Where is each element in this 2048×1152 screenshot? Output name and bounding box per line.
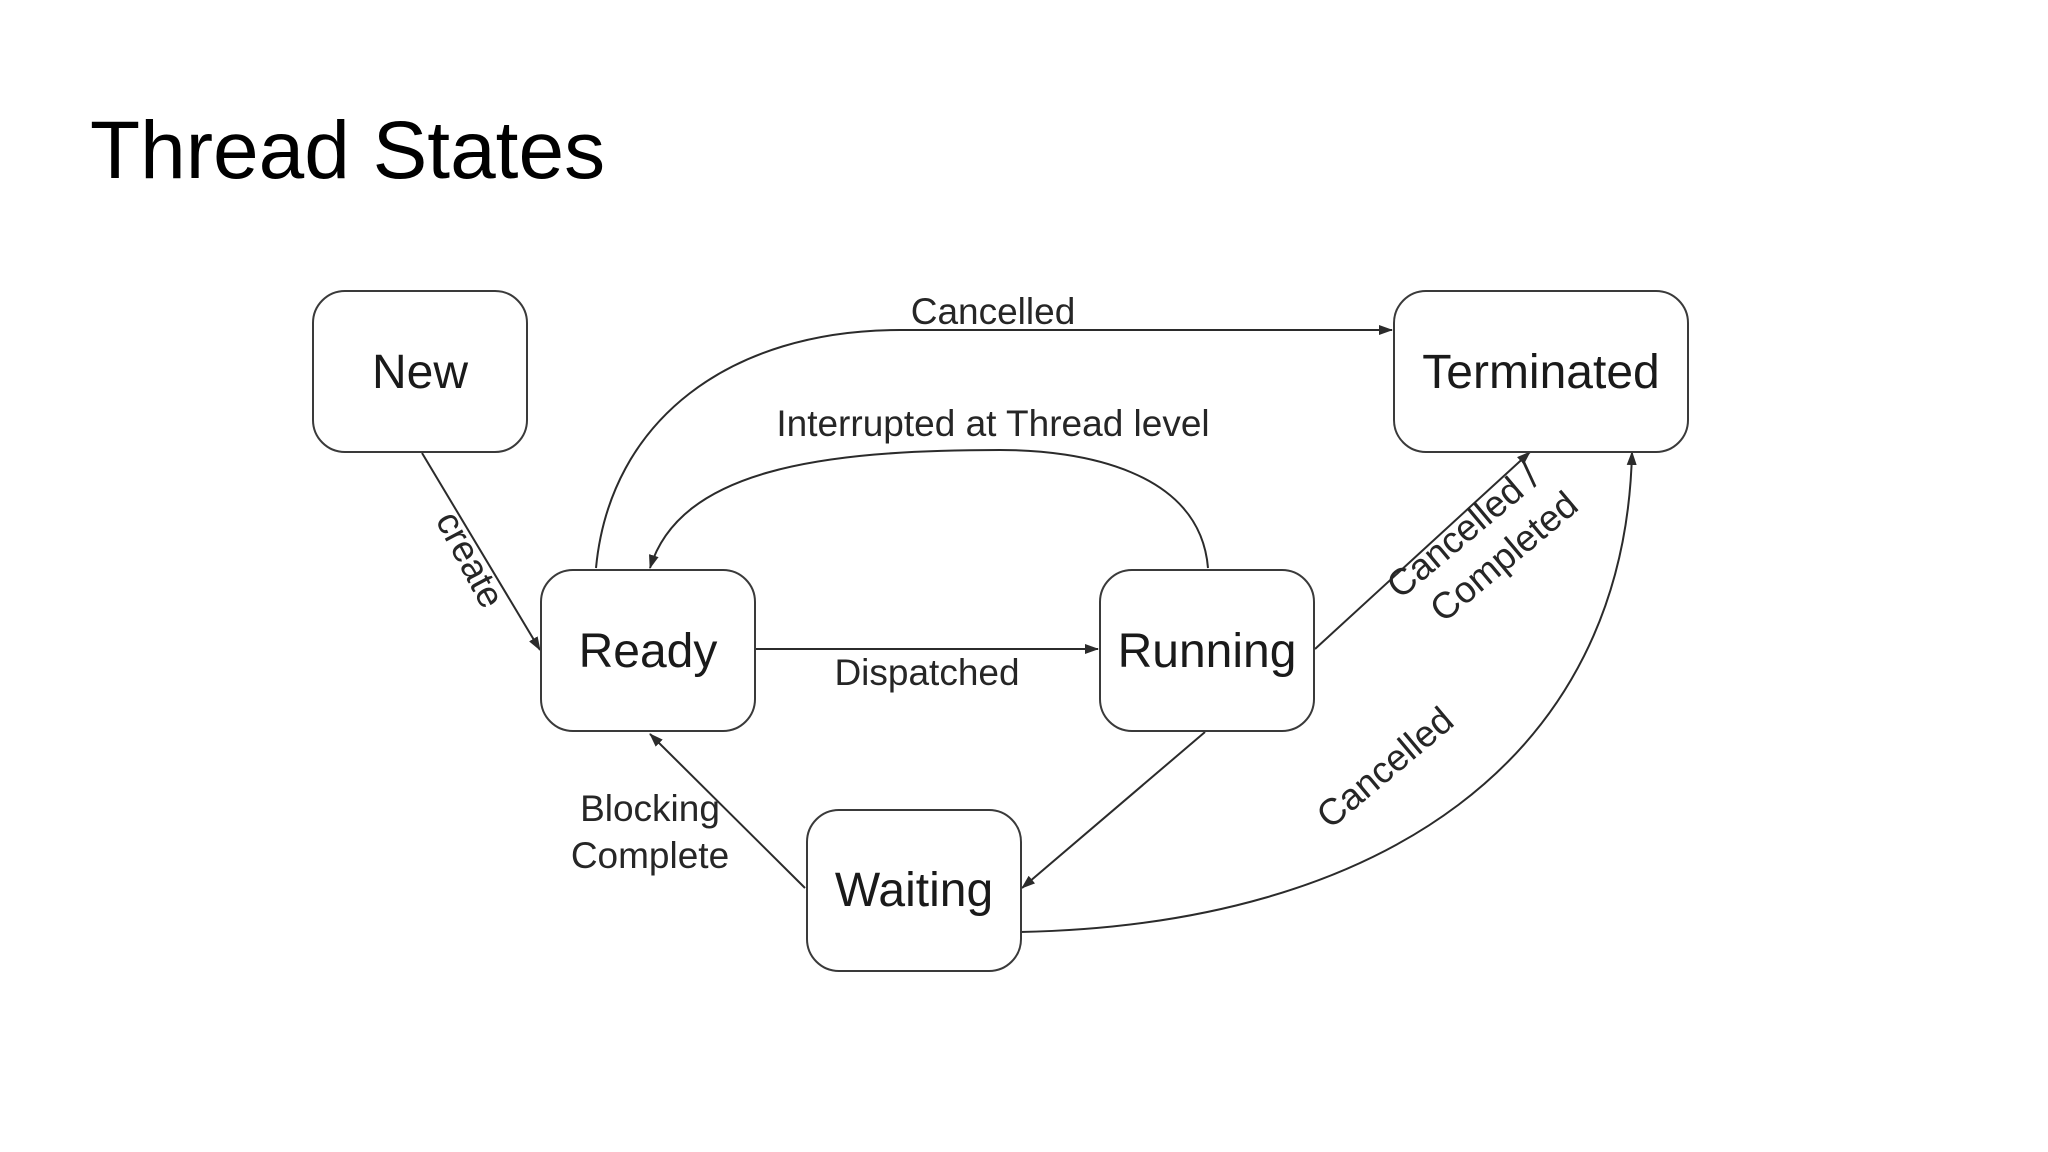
state-new: New [312, 290, 528, 453]
edge-cancelled-waiting-terminated [1019, 451, 1637, 933]
label-blocking-line2: Complete [571, 835, 729, 876]
label-cancelled-top: Cancelled [911, 291, 1076, 332]
label-dispatched: Dispatched [834, 652, 1019, 693]
state-new-label: New [372, 346, 468, 399]
label-cancelled-completed: Cancelled / Completed [1379, 455, 1586, 630]
edge-interrupted [649, 448, 1209, 569]
edge-cancelled-ready-terminated [595, 325, 1393, 569]
state-ready: Ready [540, 569, 756, 732]
state-ready-label: Ready [579, 625, 718, 678]
state-running: Running [1099, 569, 1315, 732]
state-terminated-label: Terminated [1422, 346, 1659, 399]
label-blocking-line1: Blocking [580, 788, 720, 829]
label-interrupted: Interrupted at Thread level [776, 403, 1209, 444]
edge-cancelled-completed [1314, 451, 1531, 650]
state-waiting: Waiting [806, 809, 1022, 972]
edge-running-waiting [1021, 731, 1206, 889]
state-waiting-label: Waiting [835, 864, 993, 917]
state-running-label: Running [1118, 625, 1297, 678]
state-terminated: Terminated [1393, 290, 1689, 453]
label-cancelled-waiting: Cancelled [1309, 699, 1461, 836]
edge-blocking-complete [649, 733, 806, 889]
label-create: create [428, 505, 512, 615]
slide-title: Thread States [90, 105, 606, 196]
edge-create [421, 452, 541, 651]
